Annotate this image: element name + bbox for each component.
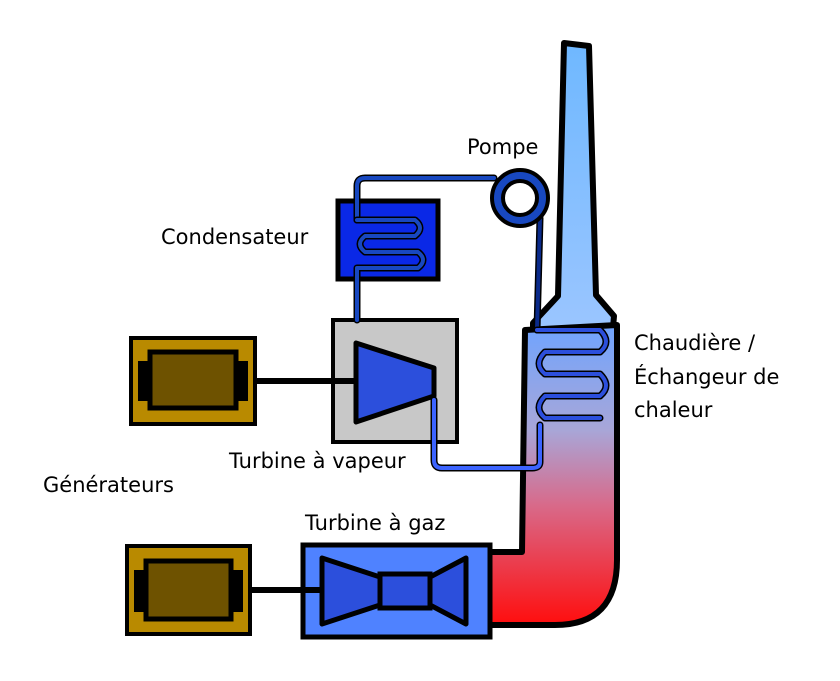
generators-label: Générateurs (43, 473, 174, 497)
generator-gas (125, 544, 252, 636)
generator-steam (129, 336, 257, 426)
boiler-label-line1: Chaudière / (634, 331, 756, 355)
gas-turbine-combustor (377, 571, 433, 611)
boiler-coil (533, 326, 610, 422)
pump (490, 168, 550, 228)
steam-turbine-rotor (353, 340, 437, 425)
pipe-boiler-to-steam-turbine (430, 396, 544, 472)
condenser-label: Condensateur (161, 225, 309, 249)
boiler-label-line2: Échangeur de (634, 364, 779, 389)
condenser-coil (353, 216, 427, 324)
gas-turbine-label: Turbine à gaz (304, 511, 445, 535)
steam-turbine-label: Turbine à vapeur (228, 449, 406, 473)
pump-label: Pompe (467, 135, 538, 159)
pipe-condenser-to-pump (353, 174, 498, 224)
pipe-pump-to-boiler (533, 214, 544, 334)
boiler-label-line3: chaleur (634, 398, 713, 422)
